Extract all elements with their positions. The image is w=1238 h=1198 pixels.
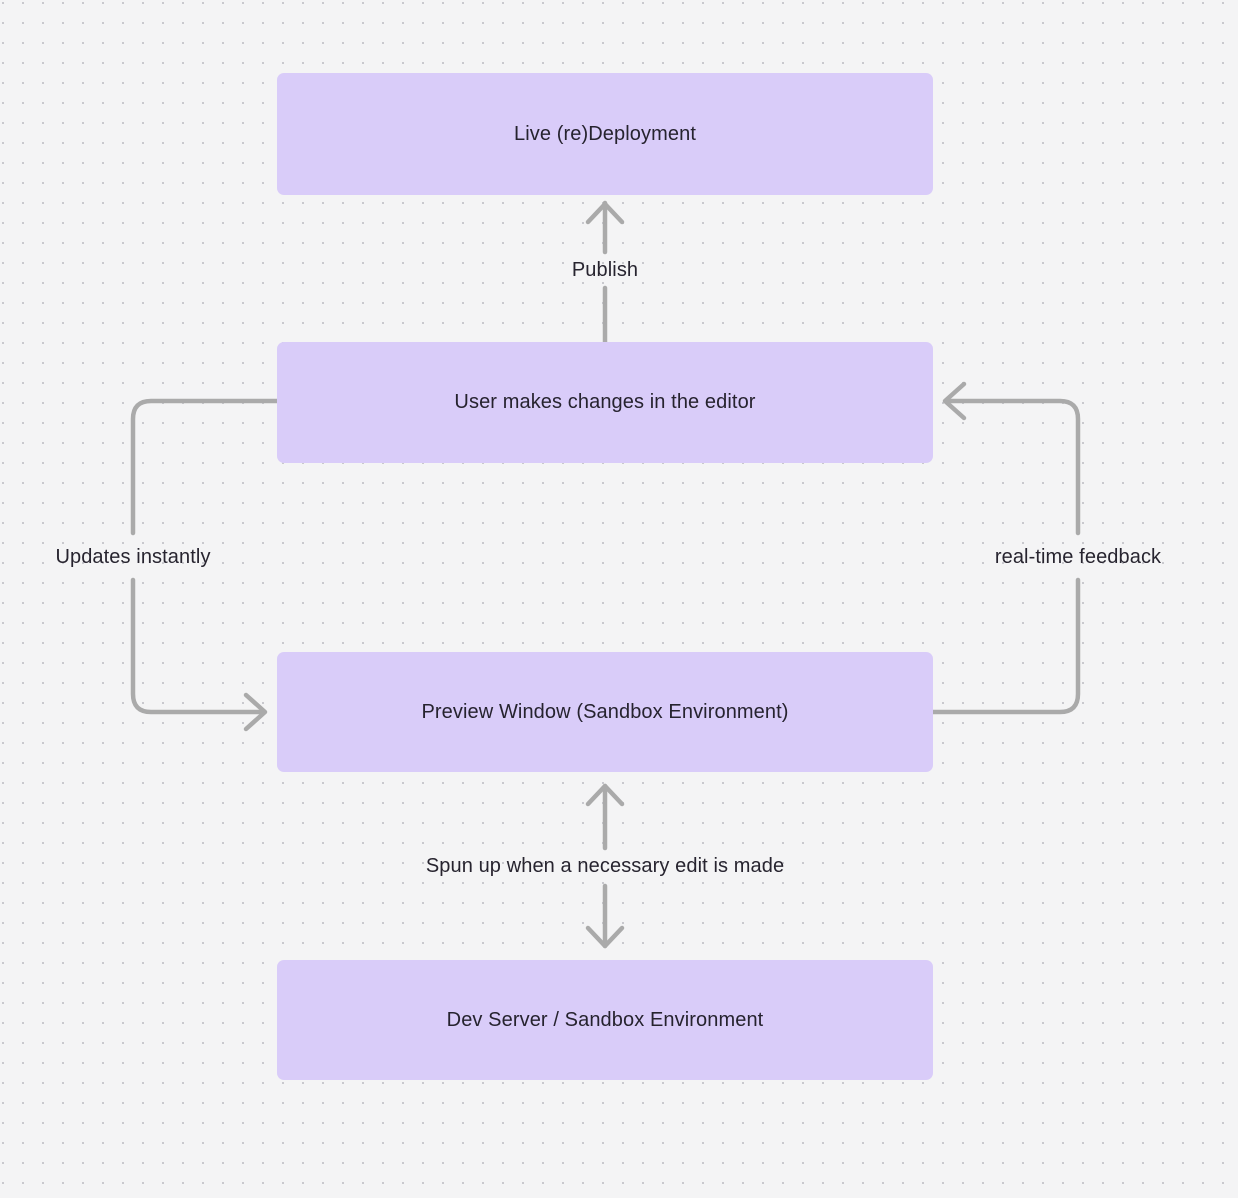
edge-label-publish[interactable]: Publish [571,259,639,281]
edge-updates-arrowhead-icon [243,692,268,732]
node-dev-server[interactable]: Dev Server / Sandbox Environment [277,960,933,1080]
edge-updates-line-lower [130,577,263,715]
edge-publish-arrowhead-icon [585,201,625,225]
node-label: Dev Server / Sandbox Environment [446,1008,764,1031]
node-live-redeployment[interactable]: Live (re)Deployment [277,73,933,195]
node-label: Preview Window (Sandbox Environment) [421,700,789,723]
edge-spunup-arrowhead-down-icon [585,925,625,949]
edge-label-updates-instantly[interactable]: Updates instantly [55,546,211,568]
node-label: Live (re)Deployment [514,122,696,145]
edge-updates-line-upper [130,398,280,536]
edge-label-spun-up[interactable]: Spun up when a necessary edit is made [425,855,785,877]
node-preview-window[interactable]: Preview Window (Sandbox Environment) [277,652,933,772]
edge-feedback-arrowhead-icon [942,381,967,421]
node-user-makes-changes[interactable]: User makes changes in the editor [277,342,933,463]
edge-spunup-arrowhead-up-icon [585,783,625,807]
edge-feedback-line-lower [930,577,1081,715]
node-label: User makes changes in the editor [454,391,756,413]
edge-feedback-line-upper [947,398,1081,536]
edge-label-real-time-feedback[interactable]: real-time feedback [994,546,1162,568]
